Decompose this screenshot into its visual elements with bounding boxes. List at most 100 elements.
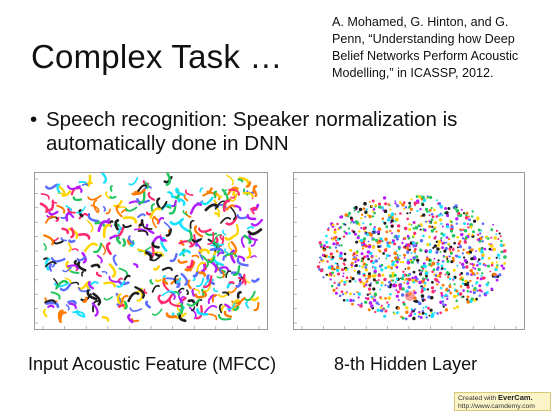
scatter-point [499,243,504,247]
scatter-point [427,295,431,299]
scatter-trajectory [218,267,223,275]
scatter-point [371,210,374,213]
scatter-point [424,220,427,223]
scatter-point [466,283,470,287]
scatter-point [364,277,367,280]
scatter-trajectory [112,254,118,266]
scatter-point [461,265,466,269]
scatter-point [384,266,388,270]
scatter-point [403,253,406,257]
scatter-trajectory [92,292,102,306]
scatter-point [446,295,449,298]
scatter-point [325,234,328,238]
scatter-point [399,212,402,215]
scatter-point [371,215,375,218]
scatter-point [405,246,409,250]
scatter-point [432,246,435,249]
scatter-point [322,276,325,279]
scatter-point [340,279,344,282]
scatter-trajectory [61,190,72,197]
scatter-point [461,237,465,240]
scatter-point [351,277,355,281]
scatter-point [387,305,390,308]
scatter-trajectory [232,223,239,237]
scatter-point [340,257,343,260]
scatter-point [342,235,346,238]
scatter-point [334,291,338,295]
bullet-line-1: Speech recognition: Speaker normalizatio… [46,108,458,131]
scatter-trajectory [222,199,230,212]
scatter-point [468,233,471,236]
scatter-point [450,220,453,224]
scatter-trajectory [210,244,217,249]
scatter-point [404,317,408,321]
scatter-point [495,229,498,232]
scatter-point [435,230,438,233]
scatter-point [395,265,399,269]
scatter-point [434,235,437,238]
scatter-point [428,225,432,229]
scatter-trajectory [40,193,50,200]
scatter-point [368,214,372,219]
scatter-point [445,211,449,215]
scatter-point [366,233,370,237]
scatter-point [393,273,397,277]
scatter-trajectory [187,299,195,304]
scatter-point [373,211,376,215]
scatter-point [431,290,435,294]
scatter-trajectory [78,233,91,240]
scatter-point [495,233,498,236]
scatter-trajectory [114,219,120,231]
scatter-point [352,230,356,234]
scatter-point [409,203,412,206]
scatter-point [404,226,408,231]
scatter-trajectory [64,277,72,284]
scatter-hidden-layer [294,178,517,329]
scatter-trajectory [243,234,252,244]
scatter-point [329,278,332,281]
scatter-point [457,211,461,215]
scatter-point [391,279,395,282]
scatter-point [483,247,487,251]
scatter-point [436,247,440,251]
scatter-trajectory [125,206,138,212]
scatter-point [356,291,359,294]
scatter-trajectory [176,281,181,289]
scatter-point [387,296,391,300]
scatter-trajectory [251,296,260,302]
scatter-point [461,278,465,282]
scatter-point [340,244,343,247]
scatter-point [397,224,401,228]
scatter-trajectory [43,234,55,246]
scatter-trajectory [102,205,106,212]
scatter-point [413,201,417,205]
scatter-point [330,284,334,288]
scatter-point [338,281,341,284]
scatter-trajectory [60,237,68,242]
scatter-point [463,222,466,226]
scatter-point [421,299,425,302]
scatter-point [374,238,378,242]
scatter-trajectory [137,248,147,256]
scatter-point [418,269,421,272]
scatter-point [407,266,411,270]
scatter-point [348,232,351,235]
scatter-point [422,213,426,217]
scatter-point [430,212,434,216]
tsne-plot-hidden-layer [293,172,525,330]
scatter-point [415,242,419,245]
scatter-point [400,315,403,318]
scatter-point [325,245,329,249]
scatter-point [462,248,465,251]
scatter-point [377,227,382,231]
scatter-point [465,272,470,276]
scatter-point [342,293,345,296]
scatter-trajectory [225,204,236,211]
scatter-trajectory [157,217,165,225]
evercam-watermark[interactable]: Created with EverCam. http://www.camdemy… [454,392,551,411]
scatter-trajectory [151,308,163,316]
scatter-point [403,256,406,259]
scatter-point [389,274,392,278]
scatter-point [455,222,458,225]
scatter-point [446,257,449,260]
